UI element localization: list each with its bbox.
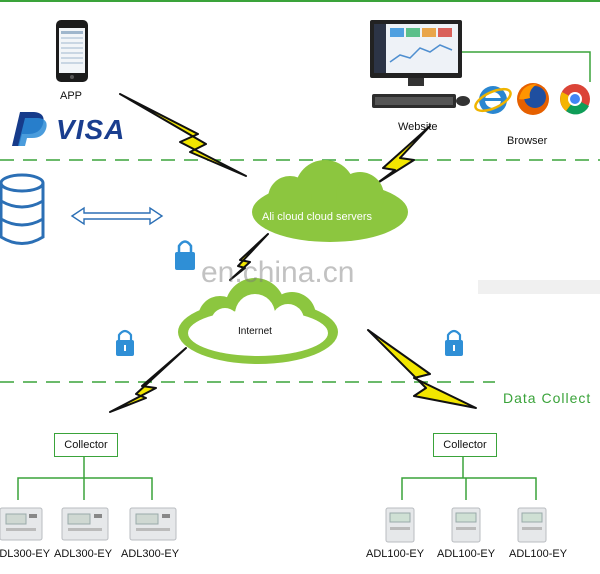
lightning-icon bbox=[367, 329, 477, 409]
collector-tree-right bbox=[401, 457, 537, 500]
browser-label: Browser bbox=[507, 135, 548, 147]
collector-box-right: Collector bbox=[433, 433, 497, 457]
meter-label: ADL100-EY bbox=[437, 548, 496, 560]
meter-label: ADL100-EY bbox=[509, 548, 568, 560]
data-collect-label: Data Collect bbox=[503, 390, 592, 406]
internet-label: Internet bbox=[238, 326, 272, 337]
lightning-icon bbox=[375, 125, 431, 185]
chrome-icon bbox=[560, 84, 590, 115]
watermark: en.china.cn bbox=[201, 256, 355, 289]
meter-icon bbox=[0, 507, 43, 541]
ali-cloud-label: Ali cloud cloud servers bbox=[262, 211, 373, 223]
meter-icon bbox=[61, 507, 109, 541]
meter-label: ADL100-EY bbox=[366, 548, 425, 560]
lock-icon bbox=[175, 240, 195, 270]
meter-icon bbox=[451, 507, 481, 543]
database-icon bbox=[0, 173, 45, 245]
app-label: APP bbox=[60, 90, 83, 102]
meter-label: ADL300-EY bbox=[121, 548, 180, 560]
paypal-icon bbox=[12, 112, 47, 146]
meter-icon bbox=[517, 507, 547, 543]
website-label: Website bbox=[398, 121, 438, 133]
phone-icon bbox=[56, 20, 88, 82]
lock-icon bbox=[116, 329, 134, 356]
collector-tree-left bbox=[17, 457, 153, 500]
cloud-icon bbox=[252, 160, 408, 242]
visa-logo: VISA bbox=[56, 114, 126, 145]
meter-label: ADL300-EY bbox=[54, 548, 113, 560]
lightning-icon bbox=[109, 347, 187, 413]
cloud-icon bbox=[178, 278, 338, 364]
meter-icon bbox=[129, 507, 177, 541]
double-arrow-icon bbox=[70, 206, 164, 226]
meter-icon bbox=[385, 507, 415, 543]
ie-icon bbox=[474, 86, 512, 114]
lightning-icon bbox=[119, 93, 247, 177]
browser-connector bbox=[462, 51, 591, 82]
lock-icon bbox=[445, 329, 463, 356]
collector-box-left: Collector bbox=[54, 433, 118, 457]
computer-icon bbox=[370, 20, 470, 108]
lightning-icon bbox=[229, 233, 269, 281]
meter-label: ADL300-EY bbox=[0, 548, 51, 560]
blurred-band bbox=[478, 280, 600, 294]
firefox-icon bbox=[517, 83, 549, 115]
